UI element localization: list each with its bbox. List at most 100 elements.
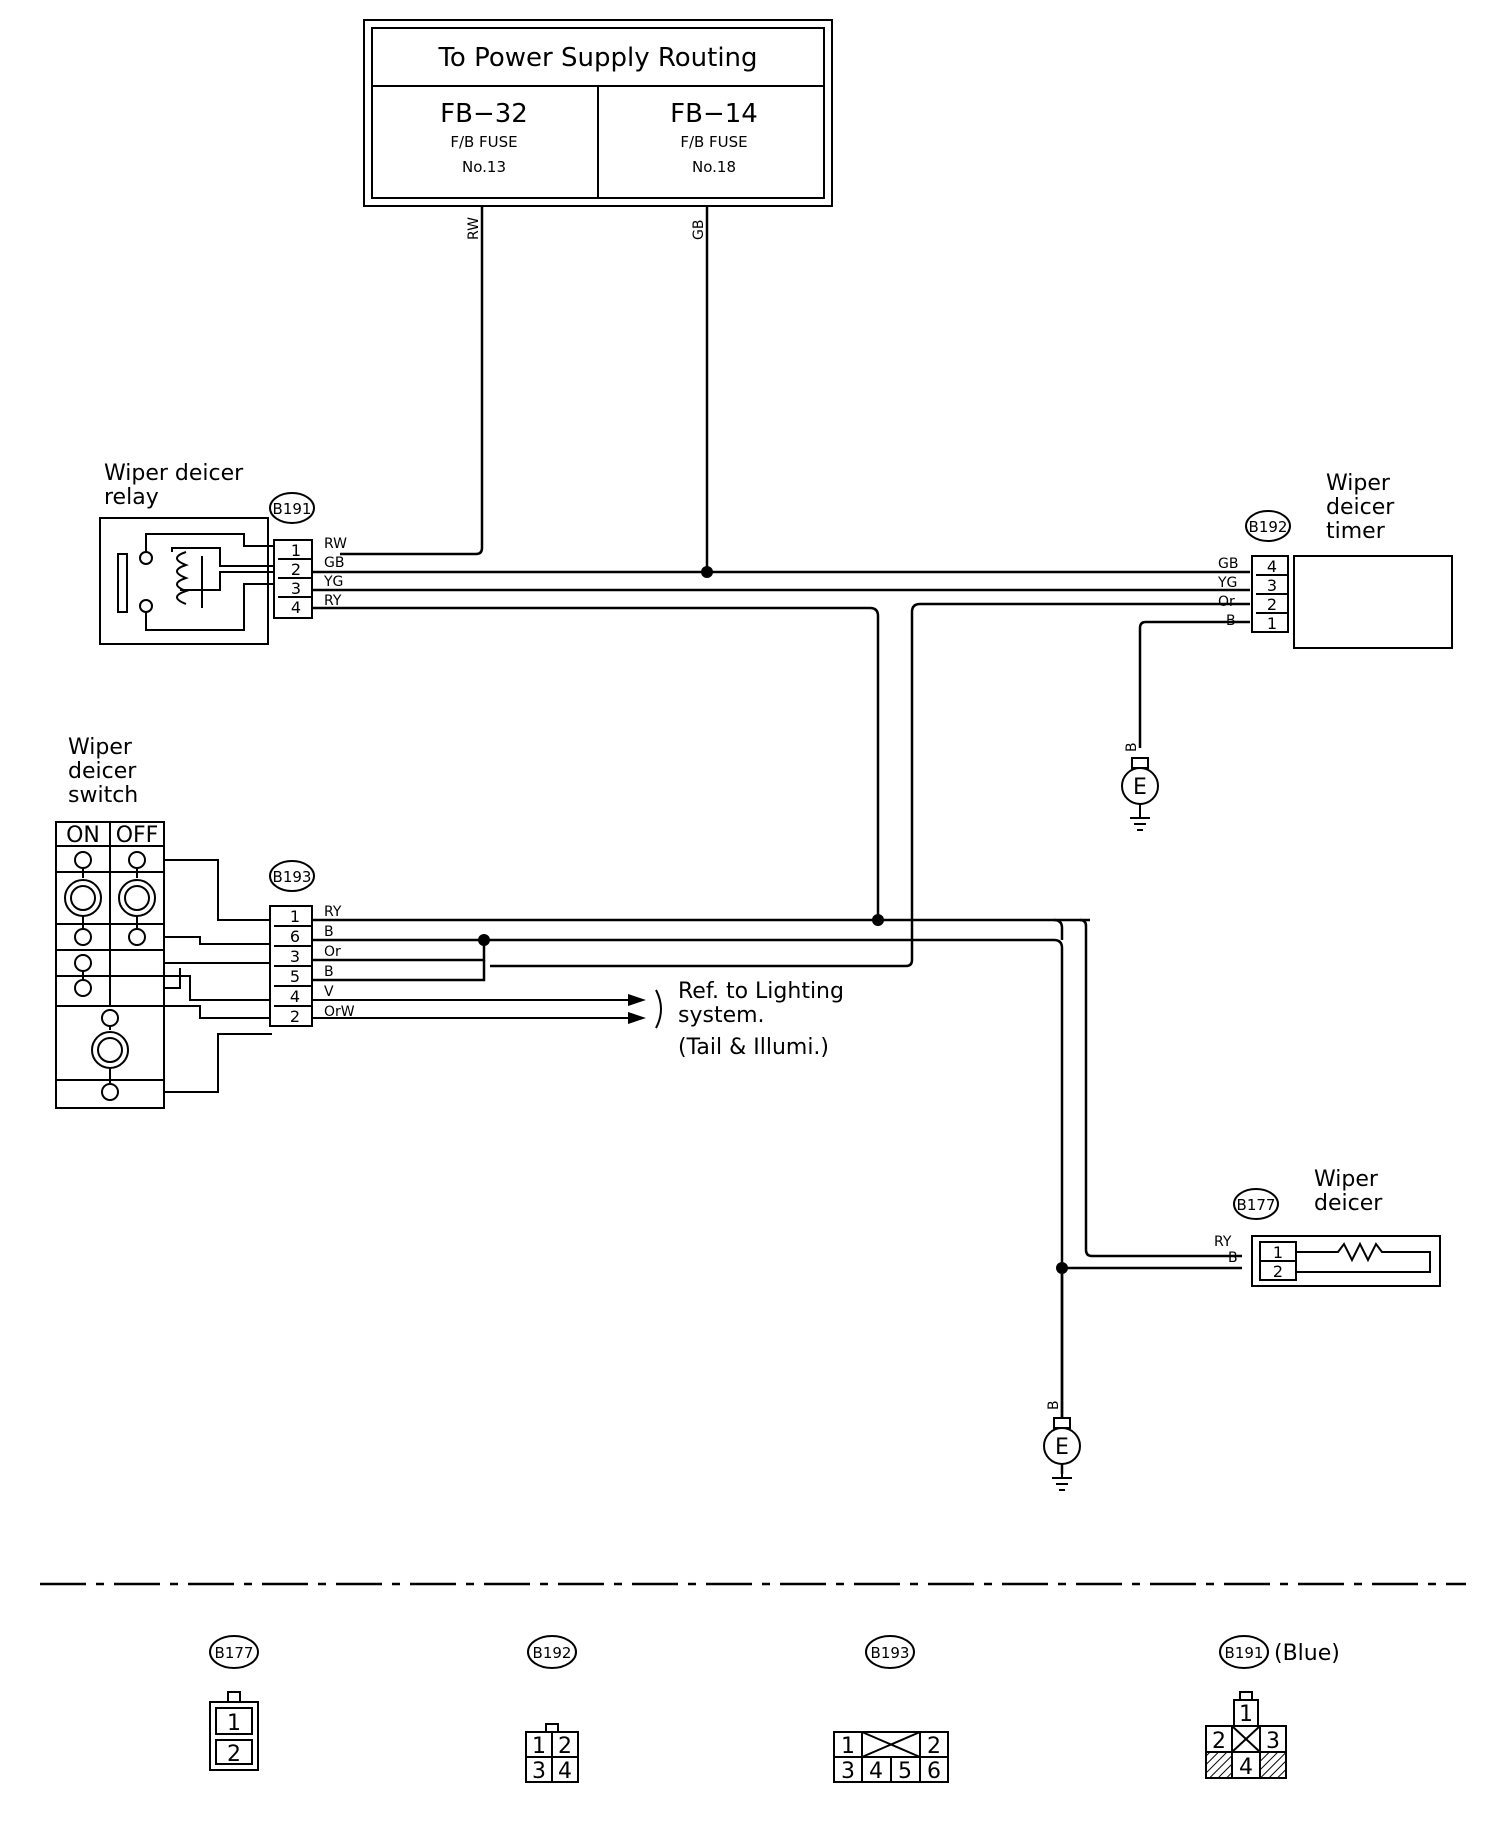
view-b192-pin-1: 1 bbox=[532, 1734, 546, 1759]
wire-label-rw: RW bbox=[466, 217, 482, 240]
b193-color-6: B bbox=[324, 924, 334, 940]
b191-color-3: YG bbox=[323, 574, 343, 590]
lighting-reference: Ref. to Lighting system. (Tail & Illumi.… bbox=[678, 979, 844, 1060]
reference-line1: Ref. to Lighting bbox=[678, 979, 844, 1004]
view-b191-pin-2: 2 bbox=[1212, 1729, 1226, 1754]
b192-color-1: B bbox=[1226, 613, 1236, 629]
view-b193-pin-3: 3 bbox=[841, 1759, 855, 1784]
relay-label-line2: relay bbox=[104, 485, 159, 510]
fuse-fb14-number: No.18 bbox=[692, 158, 736, 176]
b191-color-2: GB bbox=[324, 555, 344, 571]
switch-b193-wires bbox=[164, 859, 272, 1093]
b192-color-3: YG bbox=[1217, 575, 1237, 591]
b193-color-5: B bbox=[324, 964, 334, 980]
connector-b191: B191 1 2 3 4 RW GB YG RY bbox=[269, 492, 347, 619]
feed-wires: RW GB bbox=[340, 206, 709, 572]
view-b177-tag: B177 bbox=[215, 1644, 254, 1662]
relay-label-line1: Wiper deicer bbox=[104, 461, 244, 486]
view-b193-pin-6: 6 bbox=[927, 1759, 941, 1784]
view-b191-tag: B191 bbox=[1225, 1644, 1264, 1662]
fuse-fb14-code: FB−14 bbox=[670, 99, 758, 129]
power-supply-box: To Power Supply Routing FB−32 F/B FUSE N… bbox=[363, 19, 833, 207]
b192-pin-2: 2 bbox=[1267, 595, 1277, 614]
connector-view-b193: B193 1 2 3 4 5 6 bbox=[833, 1635, 949, 1784]
fuse-fb32-number: No.13 bbox=[462, 158, 506, 176]
fuse-fb32-type: F/B FUSE bbox=[450, 133, 517, 151]
view-b177-pin-1: 1 bbox=[227, 1711, 241, 1736]
view-b177-pin-2: 2 bbox=[227, 1742, 241, 1767]
b193-color-3: Or bbox=[324, 944, 341, 960]
b191-pin-3: 3 bbox=[291, 579, 301, 598]
switch-on-label: ON bbox=[66, 823, 100, 848]
b193-pin-4: 4 bbox=[290, 987, 300, 1006]
b177-pin-2: 2 bbox=[1273, 1262, 1283, 1281]
switch-label-line3: switch bbox=[68, 783, 138, 808]
wiper-deicer-switch: Wiper deicer switch ON OFF bbox=[55, 735, 165, 1109]
deicer-label-line1: Wiper bbox=[1314, 1167, 1379, 1192]
connector-b192-tag: B192 bbox=[1249, 518, 1288, 536]
b193-pin-3: 3 bbox=[290, 947, 300, 966]
view-b191-pin-3: 3 bbox=[1266, 1729, 1280, 1754]
b192-color-4: GB bbox=[1218, 556, 1238, 572]
b193-color-1: RY bbox=[324, 904, 342, 920]
b193-pin-6: 6 bbox=[290, 927, 300, 946]
b192-pin-4: 4 bbox=[1267, 557, 1277, 576]
power-supply-title: To Power Supply Routing bbox=[437, 43, 757, 73]
ground-main-letter: E bbox=[1055, 1435, 1069, 1460]
view-b193-pin-4: 4 bbox=[869, 1759, 883, 1784]
connector-b193-tag: B193 bbox=[273, 868, 312, 886]
fuse-fb14-type: F/B FUSE bbox=[680, 133, 747, 151]
connector-view-b192: B192 1 2 3 4 bbox=[525, 1635, 579, 1784]
b193-pin-5: 5 bbox=[290, 967, 300, 986]
timer-label-line2: deicer bbox=[1326, 495, 1395, 520]
view-b192-pin-2: 2 bbox=[558, 1734, 572, 1759]
b192-pin-3: 3 bbox=[1267, 576, 1277, 595]
timer-label-line1: Wiper bbox=[1326, 471, 1391, 496]
b191-pin-2: 2 bbox=[291, 560, 301, 579]
connector-b193: B193 1 6 3 5 4 2 RY B Or B V OrW bbox=[269, 860, 355, 1027]
junction-b bbox=[478, 934, 490, 946]
junction-gb bbox=[701, 566, 713, 578]
connector-b191-tag: B191 bbox=[273, 500, 312, 518]
view-b192-tag: B192 bbox=[533, 1644, 572, 1662]
ground-main-wire-label: B bbox=[1046, 1400, 1062, 1410]
switch-label-line1: Wiper bbox=[68, 735, 133, 760]
view-b193-pin-2: 2 bbox=[927, 1734, 941, 1759]
b193-outgoing-wires bbox=[312, 914, 1242, 1474]
fuse-fb32-code: FB−32 bbox=[440, 99, 528, 129]
ground-timer-wire-label: B bbox=[1124, 742, 1140, 752]
wiper-deicer-relay: Wiper deicer relay bbox=[99, 461, 276, 645]
reference-line3: (Tail & Illumi.) bbox=[678, 1035, 829, 1060]
b177-color-2: B bbox=[1228, 1250, 1238, 1266]
view-b191-note: (Blue) bbox=[1274, 1641, 1340, 1666]
view-b192-pin-4: 4 bbox=[558, 1759, 572, 1784]
connector-view-b177: B177 1 2 bbox=[209, 1635, 259, 1771]
b193-pin-1: 1 bbox=[290, 907, 300, 926]
b191-color-4: RY bbox=[324, 593, 342, 609]
wiper-deicer: Wiper deicer B177 RY B 1 2 bbox=[1214, 1167, 1441, 1287]
wire-label-gb: GB bbox=[691, 220, 707, 240]
b191-color-1: RW bbox=[324, 536, 347, 552]
b193-color-2: OrW bbox=[324, 1004, 355, 1020]
switch-label-line2: deicer bbox=[68, 759, 137, 784]
view-b193-pin-1: 1 bbox=[841, 1734, 855, 1759]
b192-color-2: Or bbox=[1218, 594, 1235, 610]
view-b191-pin-4: 4 bbox=[1239, 1755, 1253, 1780]
ground-main: B E bbox=[1043, 1268, 1081, 1491]
b193-color-4: V bbox=[324, 984, 334, 1000]
view-b192-pin-3: 3 bbox=[532, 1759, 546, 1784]
view-b191-pin-1: 1 bbox=[1239, 1702, 1253, 1727]
switch-off-label: OFF bbox=[116, 823, 159, 848]
wiper-deicer-timer: Wiper deicer timer B192 4 3 2 1 GB YG Or… bbox=[1217, 471, 1453, 649]
connector-view-b191: B191 (Blue) 1 2 3 4 bbox=[1205, 1635, 1340, 1780]
reference-line2: system. bbox=[678, 1003, 765, 1028]
b177-color-1: RY bbox=[1214, 1234, 1232, 1250]
timer-label-line3: timer bbox=[1326, 519, 1386, 544]
b193-pin-2: 2 bbox=[290, 1007, 300, 1026]
b191-pin-4: 4 bbox=[291, 598, 301, 617]
ground-timer-letter: E bbox=[1133, 775, 1147, 800]
deicer-label-line2: deicer bbox=[1314, 1191, 1383, 1216]
view-b193-pin-5: 5 bbox=[898, 1759, 912, 1784]
view-b193-tag: B193 bbox=[871, 1644, 910, 1662]
